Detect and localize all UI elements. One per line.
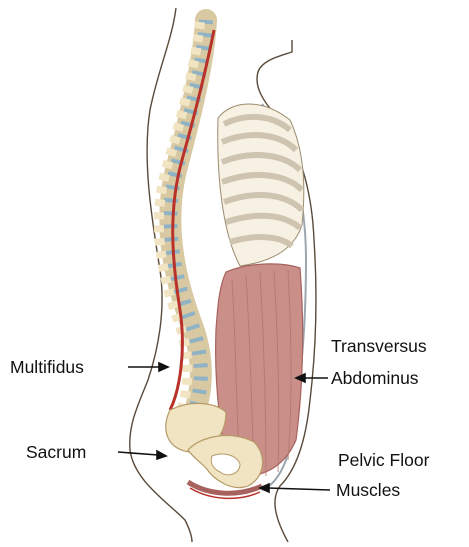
label-transversus-line1: Transversus — [331, 336, 427, 356]
label-pelvic-floor-line2: Muscles — [336, 480, 400, 500]
label-sacrum: Sacrum — [26, 442, 86, 462]
multifidus-arrowhead — [159, 363, 168, 371]
rib-cage — [218, 104, 304, 266]
sacrum-pointer — [118, 452, 158, 455]
label-transversus-line2: Abdominus — [331, 368, 419, 388]
label-multifidus: Multifidus — [10, 357, 84, 377]
sacrum-arrowhead — [157, 451, 166, 459]
label-pelvic-floor-line1: Pelvic Floor — [338, 450, 430, 470]
